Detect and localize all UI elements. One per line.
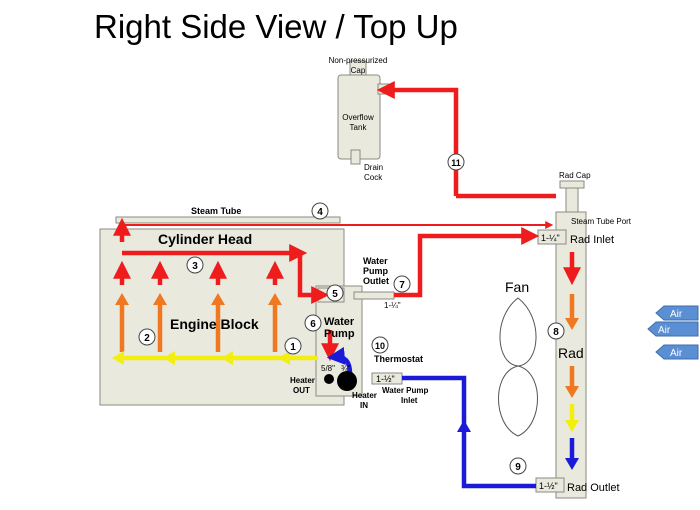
- step-badge-7: 7: [393, 275, 411, 293]
- step-badge-1: 1: [284, 337, 302, 355]
- svg-text:5: 5: [332, 289, 338, 300]
- rad-inlet-label: Rad Inlet: [570, 234, 614, 246]
- water-pump-inlet-label-1: Water Pump: [382, 386, 428, 395]
- water-pump-outlet-label-2: Pump: [363, 266, 389, 276]
- step-badge-10: 10: [371, 336, 389, 354]
- drain-cock-label-2: Cock: [364, 173, 383, 182]
- rad-outlet-label: Rad Outlet: [567, 482, 620, 494]
- drain-cock-label-1: Drain: [364, 163, 383, 172]
- svg-text:4: 4: [317, 207, 323, 218]
- svg-text:8: 8: [553, 327, 559, 338]
- heater-in-port-icon: [337, 371, 357, 391]
- rad-inlet-size: 1-¼": [541, 233, 560, 243]
- heater-out-label-1: Heater: [290, 376, 315, 385]
- air-label-3: Air: [670, 348, 683, 359]
- fan-icon: [498, 297, 538, 437]
- rad-outlet-size: 1-½": [539, 481, 558, 491]
- step-badge-6: 6: [304, 314, 322, 332]
- step-badge-3: 3: [186, 256, 204, 274]
- size-3-4-label: ¾": [341, 364, 351, 373]
- heater-in-label-1: Heater: [352, 391, 377, 400]
- svg-text:10: 10: [375, 341, 385, 351]
- svg-text:6: 6: [310, 319, 316, 330]
- cool-arrowheads: [112, 351, 579, 432]
- warm-arrowheads: [115, 293, 579, 398]
- step-badge-5: 5: [326, 284, 344, 302]
- water-pump-outlet-pipe: [353, 291, 395, 300]
- svg-text:7: 7: [399, 280, 405, 291]
- steam-tube-port-label: Steam Tube Port: [571, 217, 632, 226]
- svg-text:1: 1: [290, 342, 296, 353]
- size-5-8-label: 5/8": [321, 364, 335, 373]
- fan-label: Fan: [505, 279, 529, 295]
- engine-block-label: Engine Block: [170, 316, 259, 332]
- water-pump-outlet-label-3: Outlet: [363, 276, 389, 286]
- non-pressurized-cap-label-1: Non-pressurized: [329, 56, 388, 65]
- heater-in-label-2: IN: [360, 401, 368, 410]
- cold-arrowheads: [457, 420, 579, 470]
- overflow-tank-label-2: Tank: [350, 123, 368, 132]
- water-pump-outlet-label-1: Water: [363, 256, 388, 266]
- water-pump-label-1: Water: [324, 316, 355, 328]
- rad-cap-label: Rad Cap: [559, 171, 591, 180]
- steam-tube-label: Steam Tube: [191, 206, 241, 216]
- heater-out-port-icon: [324, 374, 334, 384]
- heater-out-label-2: OUT: [293, 386, 310, 395]
- svg-text:11: 11: [451, 158, 461, 168]
- water-pump-label-2: Pump: [324, 328, 355, 340]
- steam-tube-pipe: [115, 216, 341, 224]
- step-badge-4: 4: [311, 202, 329, 220]
- cylinder-head-label: Cylinder Head: [158, 231, 252, 247]
- step-badge-8: 8: [547, 322, 565, 340]
- cold-flow-lines: [326, 346, 575, 489]
- air-arrow-icon: [647, 305, 699, 360]
- radiator: [535, 180, 587, 499]
- svg-text:9: 9: [515, 462, 521, 473]
- svg-text:3: 3: [192, 261, 198, 272]
- overflow-tank-label-1: Overflow: [342, 113, 374, 122]
- svg-text:2: 2: [144, 333, 150, 344]
- step-badge-9: 9: [509, 457, 527, 475]
- air-label-2: Air: [658, 325, 671, 336]
- page-title: Right Side View / Top Up: [94, 8, 458, 45]
- thermostat-label: Thermostat: [374, 354, 423, 364]
- rad-label: Rad: [558, 345, 584, 361]
- step-badge-2: 2: [138, 328, 156, 346]
- pump-inlet-size: 1-½": [376, 374, 395, 384]
- water-pump-inlet-label-2: Inlet: [401, 396, 418, 405]
- pump-outlet-size: 1-¼": [384, 301, 401, 310]
- air-label-1: Air: [670, 309, 683, 320]
- step-badge-11: 11: [447, 153, 465, 171]
- non-pressurized-cap-label-2: Cap: [351, 66, 366, 75]
